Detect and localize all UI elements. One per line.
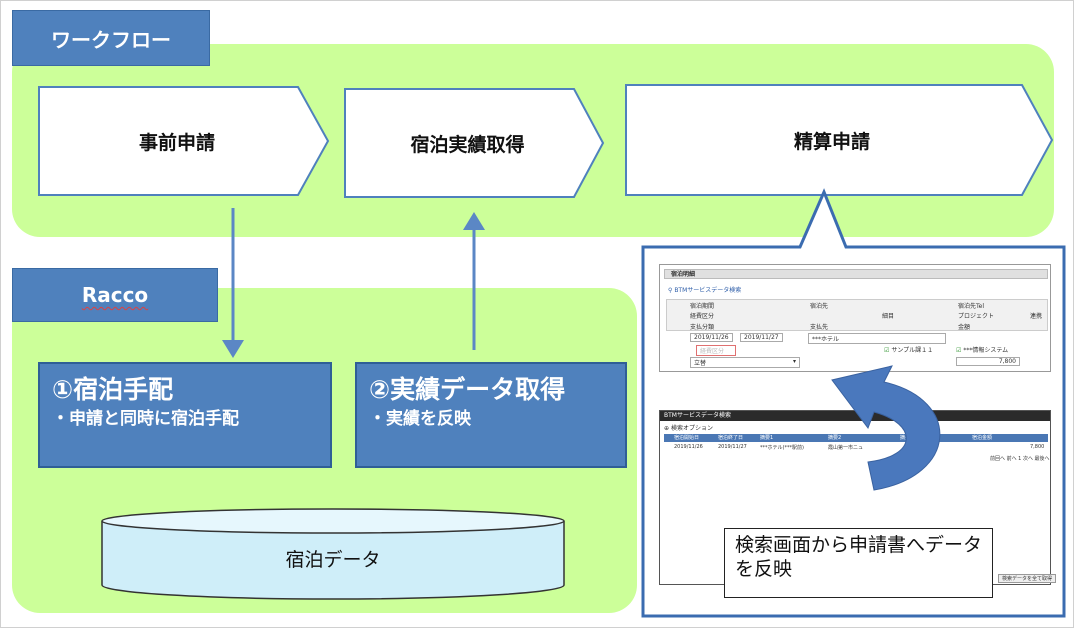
row-memo1: ***ホテル(***駅前) bbox=[760, 445, 804, 451]
form-section-title: 宿泊明細 bbox=[664, 269, 1048, 279]
search-window-title: BTMサービスデータ検索 bbox=[660, 411, 1050, 421]
search-icon: ⚲ bbox=[668, 287, 675, 294]
racco-box-arrangement: ①宿泊手配 ・申請と同時に宿泊手配 bbox=[38, 362, 332, 468]
col-start: 宿泊開始日 bbox=[674, 435, 700, 441]
row-memo2: 霞山第一市ニュ bbox=[828, 445, 864, 451]
project-code: ☑ サンプル課１１ bbox=[884, 347, 934, 354]
checkout-field[interactable]: 2019/11/27 bbox=[740, 333, 783, 342]
col-amount: 宿泊金額 bbox=[972, 435, 993, 441]
search-option-toggle[interactable]: ⊕ 検索オプション bbox=[664, 425, 713, 432]
racco-box-arrangement-detail: ・申請と同時に宿泊手配 bbox=[52, 409, 239, 429]
fetch-all-button[interactable]: 検索データを全て取得 bbox=[998, 574, 1057, 583]
header-expense: 経費区分 bbox=[690, 313, 715, 320]
header-hotel-tel: 宿泊先Tel bbox=[958, 303, 985, 310]
step-lodging-results: 宿泊実績取得 bbox=[410, 133, 525, 156]
step-settlement: 精算申請 bbox=[793, 130, 870, 153]
header-detail: 細目 bbox=[882, 313, 895, 320]
payment-class-select[interactable]: 立替▾ bbox=[690, 357, 800, 368]
header-link: 連携 bbox=[1030, 313, 1043, 320]
amount-field[interactable]: 7,800 bbox=[956, 357, 1020, 366]
col-memo1: 摘要1 bbox=[760, 435, 774, 441]
expense-field[interactable]: 経費区分 bbox=[696, 345, 736, 356]
col-memo2: 摘要2 bbox=[828, 435, 842, 441]
row-amount: 7,800 bbox=[1030, 444, 1045, 450]
racco-box-results-detail: ・実績を反映 bbox=[369, 409, 471, 429]
pager[interactable]: 前回へ 前へ 1 次へ 最後へ bbox=[990, 456, 1050, 462]
check-icon: ☑ bbox=[956, 347, 962, 354]
header-period: 宿泊期間 bbox=[690, 303, 715, 310]
hotel-field[interactable]: ***ホテル bbox=[808, 333, 946, 344]
racco-box-arrangement-title: ①宿泊手配 bbox=[52, 375, 174, 404]
racco-box-results: ②実績データ取得 ・実績を反映 bbox=[355, 362, 627, 468]
header-hotel: 宿泊先 bbox=[810, 303, 829, 310]
step-pre-application: 事前申請 bbox=[138, 131, 215, 154]
racco-title: Racco bbox=[12, 268, 218, 322]
racco-box-results-title: ②実績データ取得 bbox=[369, 375, 566, 404]
project-name: ☑ ***情報システム bbox=[956, 347, 1009, 354]
header-amount: 金額 bbox=[958, 324, 971, 331]
database-label: 宿泊データ bbox=[285, 548, 381, 571]
form-header-area bbox=[666, 299, 1048, 331]
expand-icon: ⊕ bbox=[664, 425, 671, 432]
col-memo3: 摘要3 bbox=[900, 435, 914, 441]
header-payment-class: 支払分類 bbox=[690, 324, 715, 331]
check-icon: ☑ bbox=[884, 347, 890, 354]
chevron-down-icon: ▾ bbox=[792, 358, 796, 365]
row-start: 2019/11/26 bbox=[674, 444, 703, 450]
workflow-title: ワークフロー bbox=[12, 10, 210, 66]
database-cylinder bbox=[101, 508, 565, 600]
callout-text: 検索画面から申請書へデータを反映 bbox=[724, 528, 993, 598]
form-screenshot: 宿泊明細 ⚲ BTMサービスデータ検索 宿泊期間 宿泊先 宿泊先Tel 経費区分… bbox=[659, 264, 1051, 372]
checkin-field[interactable]: 2019/11/26 bbox=[690, 333, 733, 342]
header-project: プロジェクト bbox=[958, 313, 995, 320]
btm-search-link[interactable]: ⚲ BTMサービスデータ検索 bbox=[668, 287, 742, 294]
col-end: 宿泊終了日 bbox=[718, 435, 744, 441]
header-payee: 支払先 bbox=[810, 324, 829, 331]
row-end: 2019/11/27 bbox=[718, 444, 747, 450]
